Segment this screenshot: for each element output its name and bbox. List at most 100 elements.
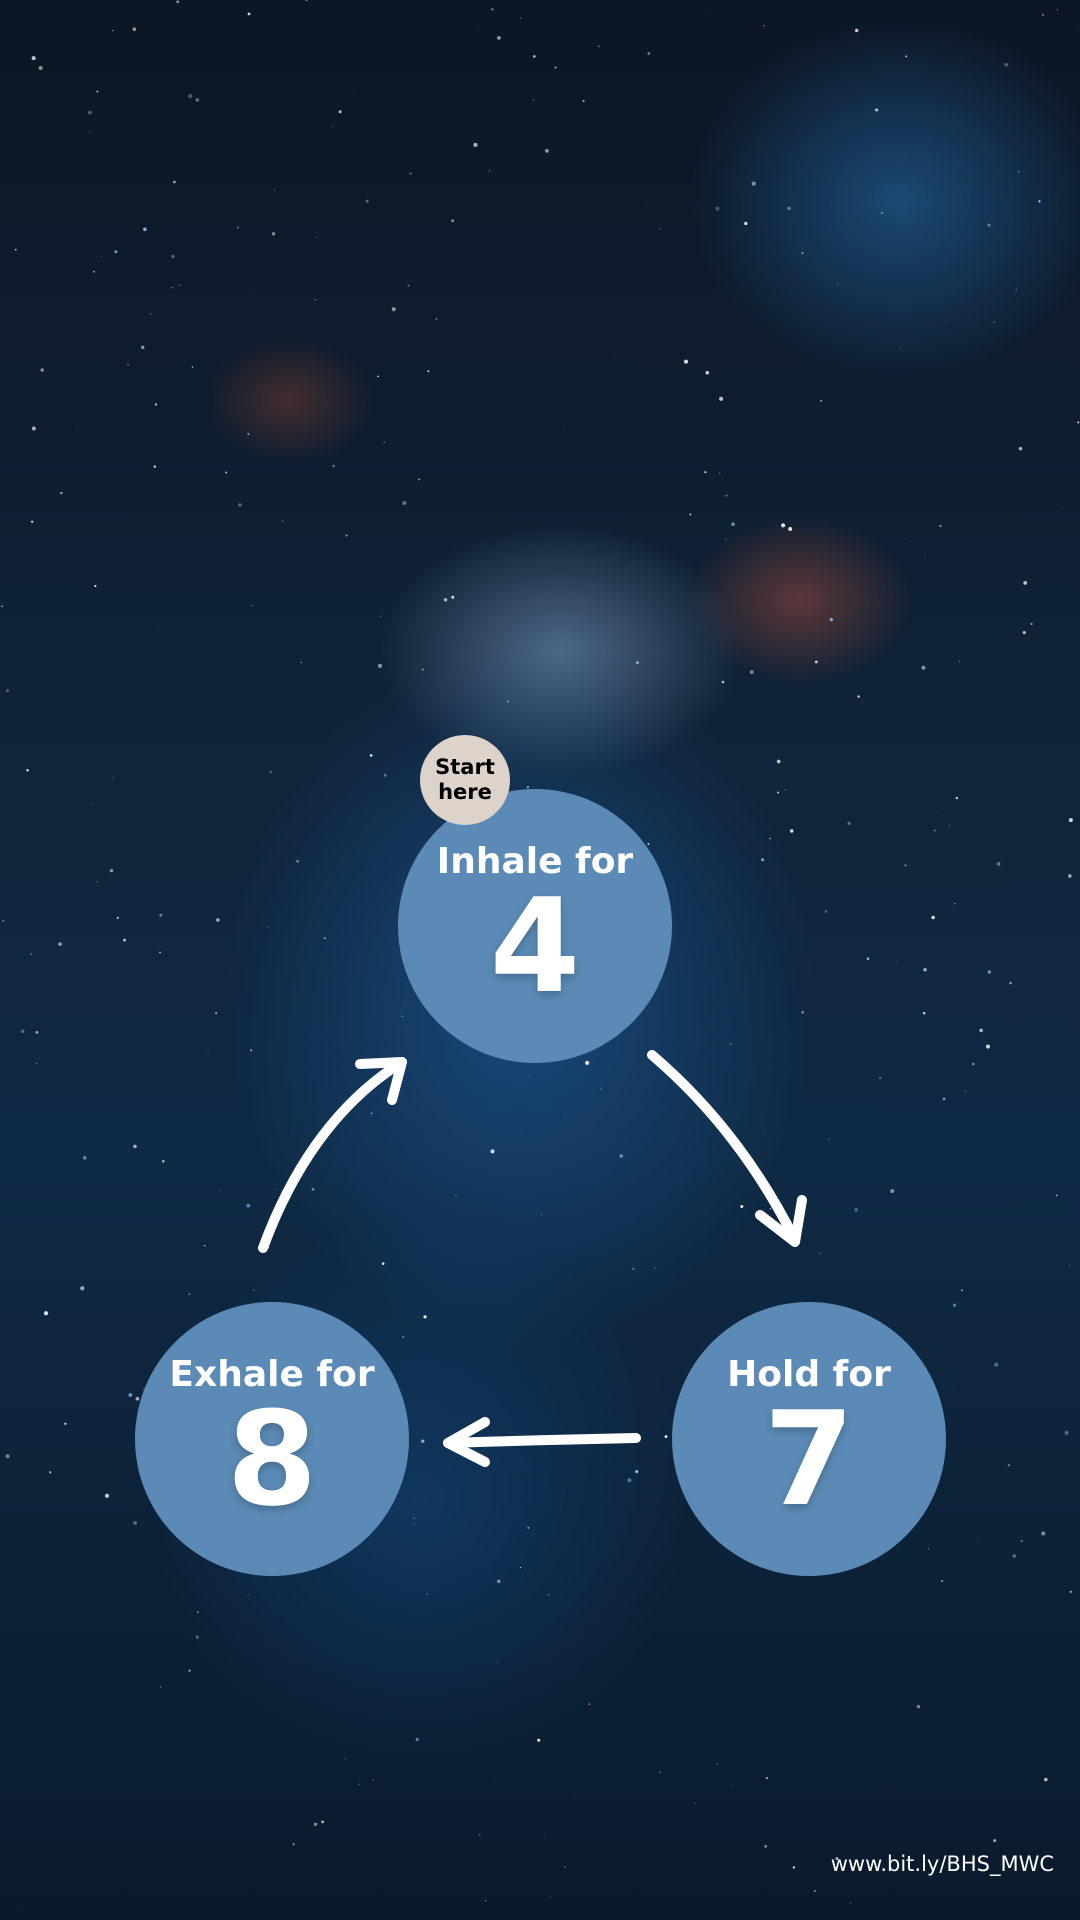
star [159, 951, 161, 954]
star [369, 754, 373, 757]
star [383, 773, 387, 777]
star [943, 320, 945, 322]
star [904, 864, 907, 867]
star [334, 1181, 335, 1183]
star [928, 1548, 929, 1550]
star [854, 28, 859, 33]
star [60, 491, 63, 495]
star [554, 66, 557, 69]
star [730, 1783, 732, 1786]
star [292, 1134, 293, 1136]
star [801, 252, 804, 254]
star [994, 1362, 999, 1367]
star [987, 970, 992, 974]
star [627, 1478, 632, 1483]
star [251, 604, 253, 606]
star [391, 1179, 393, 1181]
star [443, 598, 448, 602]
star [250, 1049, 253, 1052]
star [1020, 1539, 1023, 1543]
star [135, 1396, 140, 1401]
star [564, 1113, 566, 1115]
star [942, 1097, 946, 1101]
star [321, 1820, 325, 1824]
star [1056, 9, 1058, 11]
star [143, 227, 147, 232]
star [721, 680, 725, 684]
star [80, 1286, 85, 1291]
star [996, 861, 1001, 866]
star [585, 1060, 590, 1065]
star [96, 90, 99, 93]
star [659, 227, 661, 230]
star [916, 1704, 921, 1709]
star [358, 1783, 361, 1786]
hold-label: Hold for [727, 1354, 891, 1395]
star [731, 522, 735, 526]
star [153, 465, 157, 468]
star [128, 1393, 133, 1397]
star [958, 660, 961, 663]
star [156, 1866, 158, 1868]
star [365, 199, 369, 203]
star [933, 829, 936, 832]
star [719, 396, 724, 401]
star [127, 363, 129, 366]
star [494, 1779, 496, 1781]
star [819, 1252, 821, 1254]
star [896, 960, 898, 962]
star [694, 1802, 696, 1804]
star [30, 953, 33, 956]
star [526, 786, 530, 789]
star [195, 1635, 199, 1639]
arrow-inhale-to-hold [647, 1050, 807, 1247]
star [711, 142, 712, 144]
star [219, 1190, 221, 1192]
star [847, 821, 851, 825]
star [88, 130, 91, 132]
star [614, 355, 616, 357]
star [491, 8, 494, 11]
star [866, 957, 870, 961]
star [905, 55, 908, 58]
star [787, 206, 791, 211]
star [1012, 1554, 1016, 1558]
star [965, 1090, 967, 1092]
star [941, 1580, 944, 1583]
star [527, 1526, 530, 1529]
star [133, 1521, 138, 1525]
star [370, 1112, 373, 1115]
star [64, 1422, 67, 1425]
inhale-label: Inhale for [436, 841, 634, 882]
star [31, 56, 36, 61]
star [101, 256, 102, 258]
star [276, 1188, 278, 1190]
star [764, 1844, 768, 1848]
star [314, 298, 316, 301]
star [769, 837, 771, 840]
star [132, 27, 137, 31]
star [76, 425, 78, 427]
star [114, 250, 118, 254]
star [719, 472, 721, 475]
star [488, 170, 490, 172]
star [176, 0, 180, 4]
star [792, 1866, 796, 1869]
star [562, 428, 564, 430]
star [749, 670, 754, 674]
star [1077, 421, 1080, 424]
star [1015, 288, 1018, 291]
star [377, 663, 383, 668]
star [407, 284, 410, 287]
star [149, 313, 151, 315]
star [890, 1189, 895, 1193]
star [1023, 580, 1028, 585]
star [1007, 1464, 1010, 1467]
star [87, 110, 92, 115]
star [225, 471, 228, 474]
star [216, 918, 220, 922]
star [598, 45, 600, 48]
star [801, 1011, 804, 1014]
star [43, 1311, 49, 1316]
star [985, 1044, 991, 1049]
